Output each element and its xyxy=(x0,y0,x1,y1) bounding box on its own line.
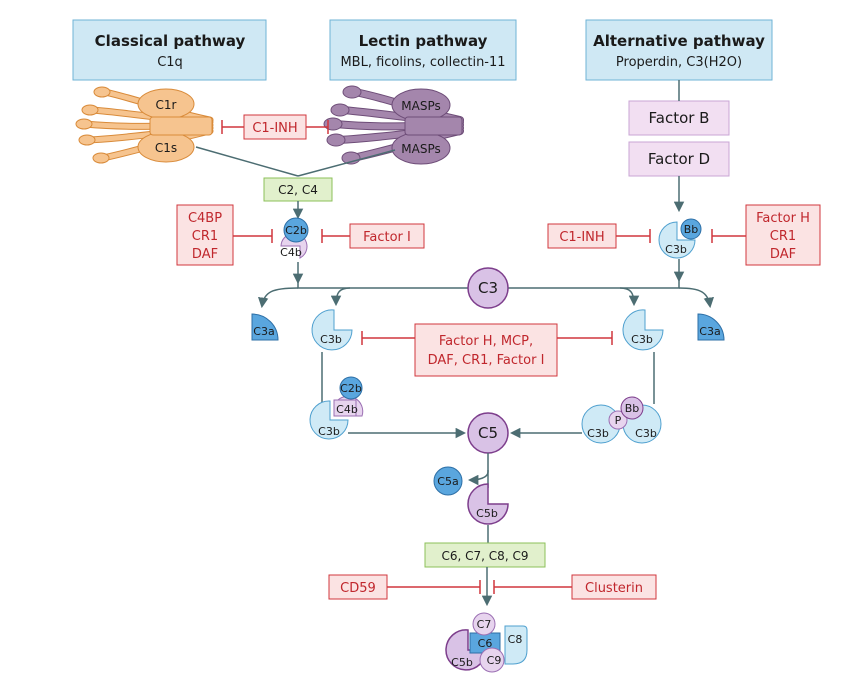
c3a-left: C3a xyxy=(251,313,279,341)
c2b-label: C2b xyxy=(285,224,307,237)
factor-i-label: Factor I xyxy=(363,230,411,245)
masps-connector xyxy=(297,149,396,177)
alt-c5conv-c3b-left-label: C3b xyxy=(587,427,609,440)
c6-c9-box: C6, C7, C8, C9 xyxy=(424,542,546,568)
alt-daf-label: DAF xyxy=(770,247,796,262)
factor-d-box: Factor D xyxy=(628,141,730,177)
factor-i-inhibitor: Factor I xyxy=(321,223,425,249)
alternative-pathway-subtitle: Properdin, C3(H2O) xyxy=(616,55,742,70)
masp-complex-icon: MASPs MASPs xyxy=(323,85,464,165)
c7-label: C7 xyxy=(477,618,492,631)
c5conv-c3b-label: C3b xyxy=(318,425,340,438)
factor-h-label: Factor H xyxy=(756,211,810,226)
c3-node: C3 xyxy=(467,267,509,309)
classical-pathway-subtitle: C1q xyxy=(157,55,183,70)
factor-h-cr1-daf-inhibitor: Factor H CR1 DAF xyxy=(711,204,821,266)
clusterin-label: Clusterin xyxy=(585,581,643,596)
c1-complex-icon: C1r C1s xyxy=(75,86,214,164)
c6-c9-label: C6, C7, C8, C9 xyxy=(442,549,529,563)
c6-label: C6 xyxy=(478,637,493,650)
c1-inh-top-label: C1-INH xyxy=(252,121,297,136)
alt-c5conv-bb-label: Bb xyxy=(625,402,640,415)
c4b-label: C4b xyxy=(280,246,302,259)
c3a-right-label: C3a xyxy=(699,325,720,338)
c2-c4-label: C2, C4 xyxy=(278,183,318,197)
alt-c3b-label: C3b xyxy=(665,243,687,256)
alternative-c5-convertase: Bb P C3b C3b xyxy=(581,396,662,444)
c1-inh-top-inhibitor: C1-INH xyxy=(221,114,329,140)
c1-inh-alt-label: C1-INH xyxy=(559,230,604,245)
c3b-left-label: C3b xyxy=(320,333,342,346)
c3a-right: C3a xyxy=(697,313,725,341)
c3a-left-label: C3a xyxy=(253,325,274,338)
c5-node: C5 xyxy=(467,412,509,454)
alt-c5conv-c3b-right-label: C3b xyxy=(635,427,657,440)
central-inhibitor-line1: Factor H, MCP, xyxy=(439,334,533,349)
classical-to-c3-line xyxy=(297,282,470,289)
lectin-pathway-subtitle: MBL, ficolins, collectin-11 xyxy=(340,55,505,70)
c5conv-c4b-label: C4b xyxy=(336,403,358,416)
c2-c4-box: C2, C4 xyxy=(263,177,333,202)
c5a-label: C5a xyxy=(437,475,458,488)
c1-inh-alt-inhibitor: C1-INH xyxy=(547,223,651,249)
mac-complex-icon: C7 C6 C8 C9 C5b xyxy=(445,612,528,673)
classical-pathway-box: Classical pathway C1q xyxy=(72,19,267,81)
c8-label: C8 xyxy=(508,633,523,646)
c5a-arrow xyxy=(467,453,489,486)
factor-b-label: Factor B xyxy=(649,109,710,127)
c9-label: C9 xyxy=(487,654,502,667)
factor-d-label: Factor D xyxy=(648,150,710,168)
classical-c5-convertase: C2b C4b C3b xyxy=(309,376,364,440)
alt-cr1-label: CR1 xyxy=(770,229,796,244)
masps-bottom-label: MASPs xyxy=(401,142,440,156)
c5conv-c2b-label: C2b xyxy=(340,382,362,395)
lectin-pathway-box: Lectin pathway MBL, ficolins, collectin-… xyxy=(329,19,517,81)
cd59-inhibitor: CD59 xyxy=(328,574,481,600)
c1r-label: C1r xyxy=(156,98,177,112)
c4b2b-convertase: C2b C4b xyxy=(280,217,309,259)
p-label: P xyxy=(615,414,622,427)
c3b-right: C3b xyxy=(622,309,664,351)
c3bbb-convertase: Bb C3b xyxy=(658,218,702,259)
daf-label: DAF xyxy=(192,247,218,262)
c5b-label: C5b xyxy=(476,507,498,520)
c3-label: C3 xyxy=(478,279,498,297)
c1s-label: C1s xyxy=(155,141,177,155)
c3a-right-arrow xyxy=(678,287,715,309)
factor-b-box: Factor B xyxy=(628,100,730,136)
c3b-left: C3b xyxy=(311,309,353,351)
masps-top-label: MASPs xyxy=(401,99,440,113)
lectin-pathway-title: Lectin pathway xyxy=(359,32,488,50)
clusterin-inhibitor: Clusterin xyxy=(493,574,657,600)
cd59-label: CD59 xyxy=(340,581,376,596)
central-inhibitor: Factor H, MCP, DAF, CR1, Factor I xyxy=(361,323,613,377)
c5-label: C5 xyxy=(478,424,498,442)
c4bp-cr1-daf-inhibitor: C4BP CR1 DAF xyxy=(176,204,273,266)
c3b-right-label: C3b xyxy=(631,333,653,346)
alternative-pathway-title: Alternative pathway xyxy=(593,32,765,50)
mac-c5b-label: C5b xyxy=(451,656,473,669)
central-inhibitor-line2: DAF, CR1, Factor I xyxy=(428,353,545,368)
classical-pathway-title: Classical pathway xyxy=(95,32,246,50)
c1s-connector xyxy=(195,146,299,177)
c5b-node: C5b xyxy=(467,483,509,525)
c3a-left-arrow xyxy=(257,287,299,309)
alternative-pathway-box: Alternative pathway Properdin, C3(H2O) xyxy=(585,19,773,81)
bb-label: Bb xyxy=(684,223,699,236)
c3b-right-arrow xyxy=(619,287,640,307)
alt-to-c3-line xyxy=(508,280,680,289)
cr1-label: CR1 xyxy=(192,229,218,244)
c3b-left-arrow xyxy=(330,287,351,307)
c5a-node: C5a xyxy=(433,466,463,496)
c4bp-label: C4BP xyxy=(188,211,222,226)
